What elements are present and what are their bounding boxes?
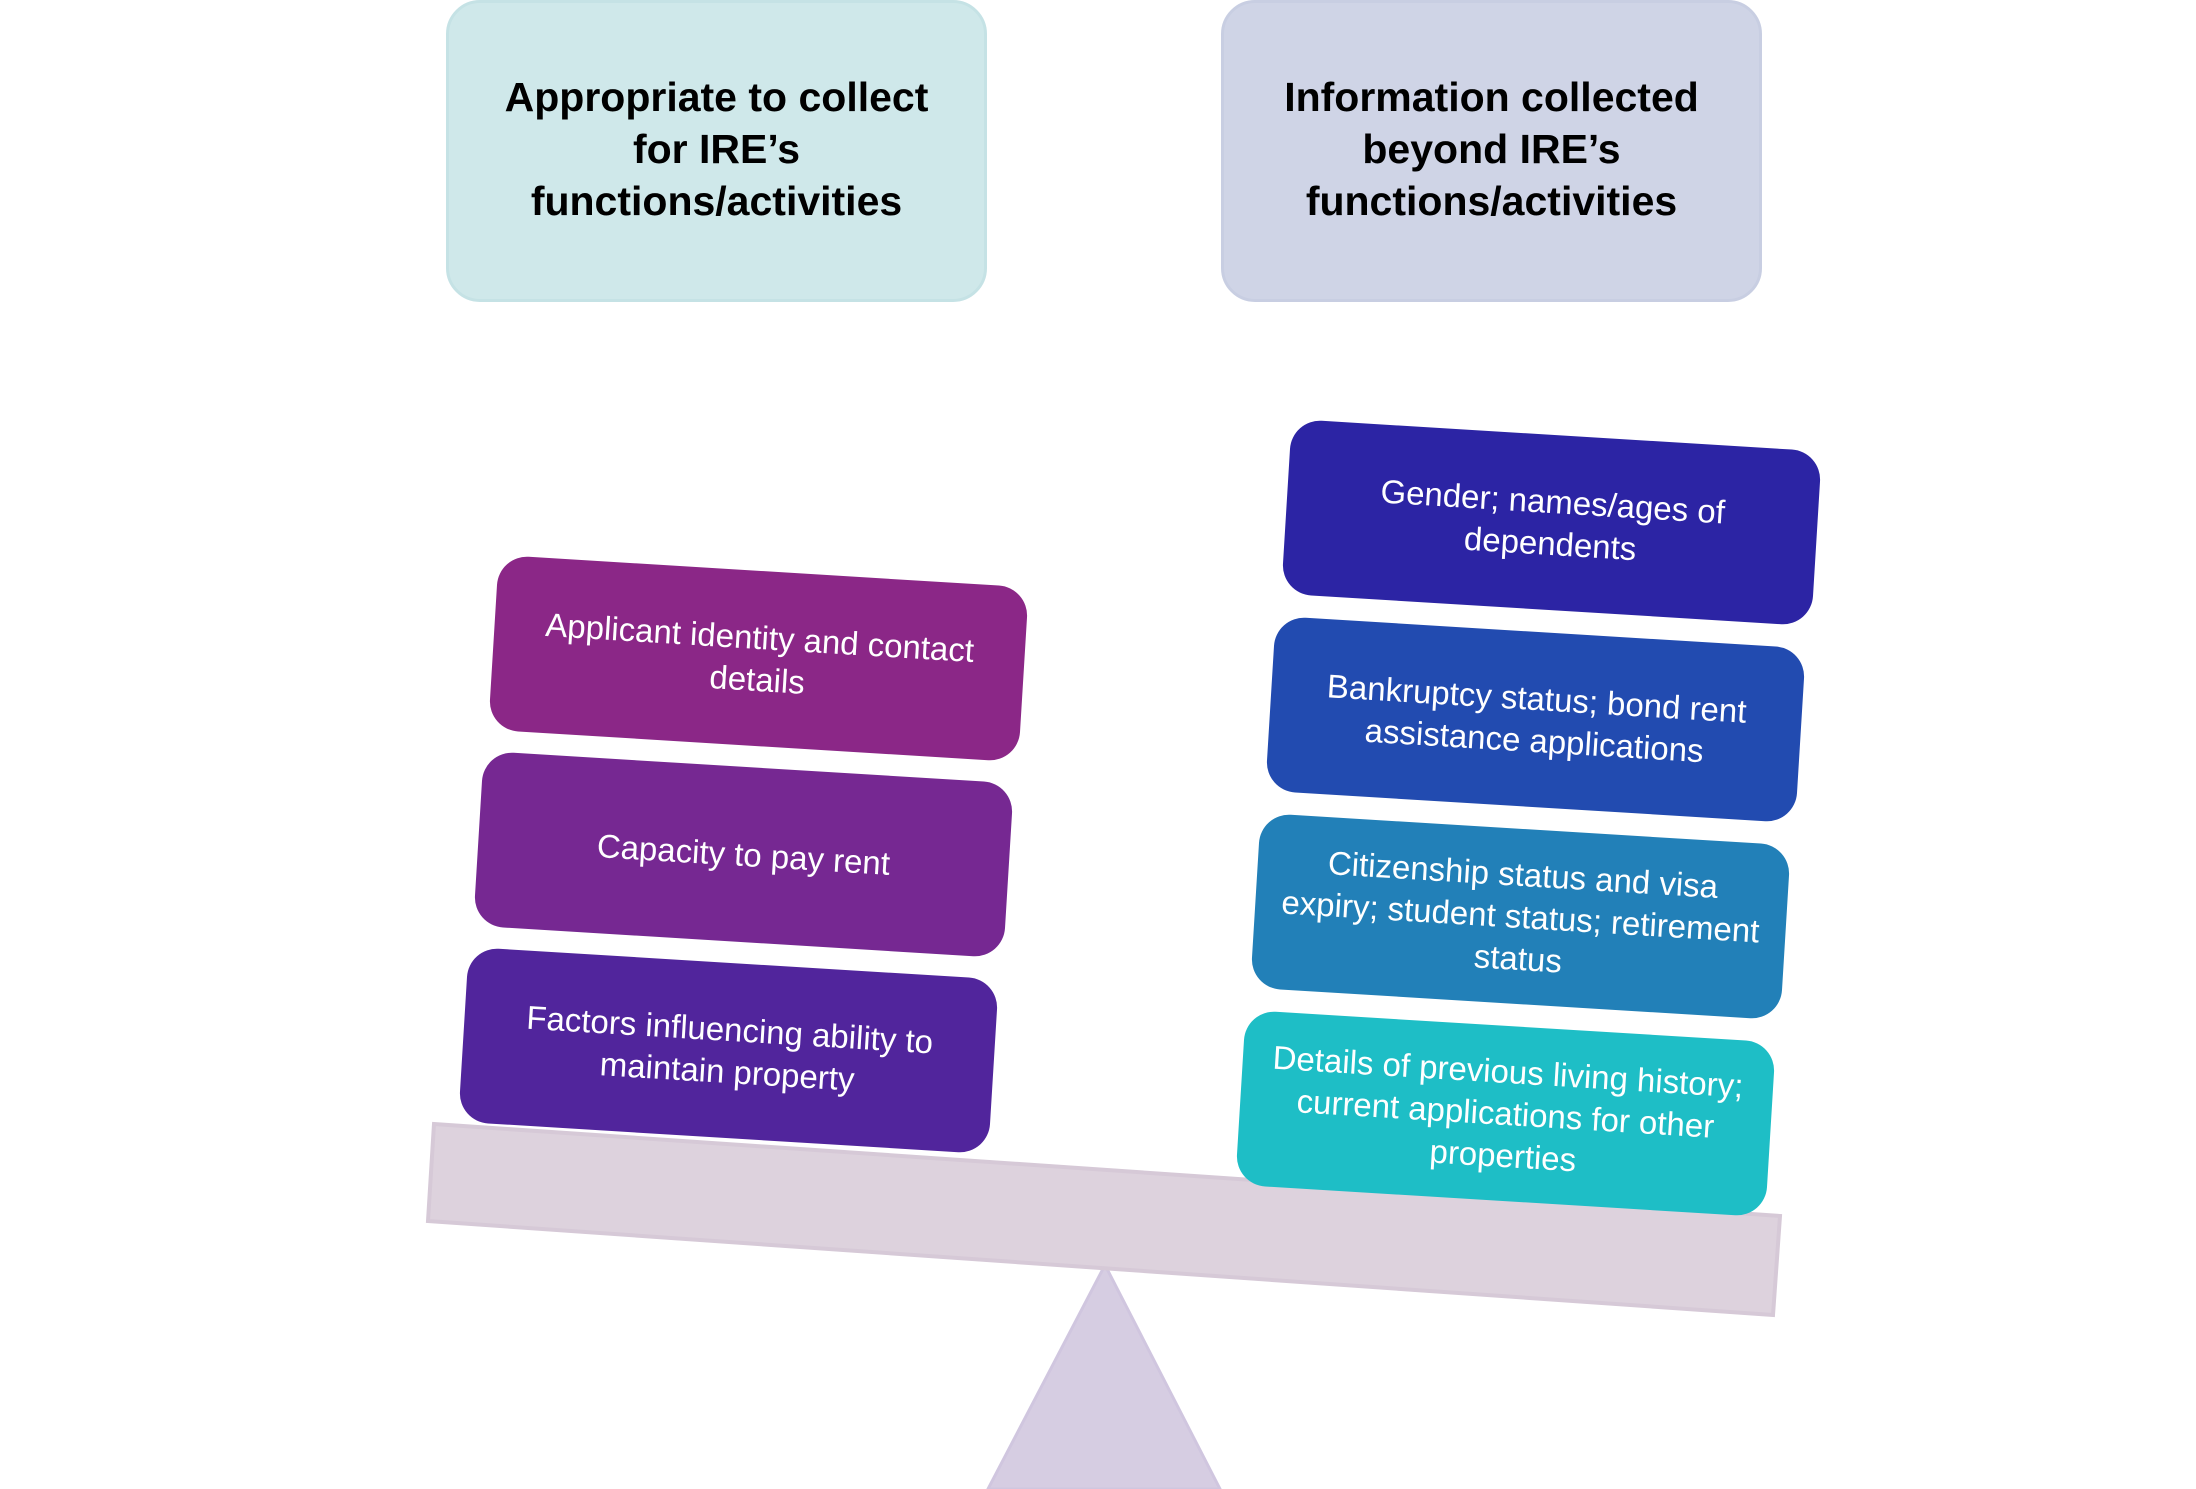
right-item-gender-dependents: Gender; names/ages of dependents xyxy=(1281,418,1822,627)
left-item-label: Factors influencing ability to maintain … xyxy=(525,998,935,1098)
left-item-label: Capacity to pay rent xyxy=(595,826,892,882)
fulcrum-triangle xyxy=(986,1261,1222,1489)
left-item-label: Applicant identity and contact details xyxy=(544,605,976,701)
right-item-living-history: Details of previous living history; curr… xyxy=(1235,1009,1776,1218)
header-appropriate-to-collect: Appropriate to collect for IRE’s functio… xyxy=(446,0,987,302)
header-left-label: Appropriate to collect for IRE’s functio… xyxy=(504,74,929,224)
right-item-label: Citizenship status and visa expiry; stud… xyxy=(1280,843,1761,980)
left-item-applicant-identity: Applicant identity and contact details xyxy=(488,554,1029,763)
right-item-bankruptcy-status: Bankruptcy status; bond rent assistance … xyxy=(1265,615,1806,824)
right-item-citizenship-status: Citizenship status and visa expiry; stud… xyxy=(1250,812,1791,1021)
right-item-label: Bankruptcy status; bond rent assistance … xyxy=(1326,666,1748,769)
right-item-label: Details of previous living history; curr… xyxy=(1271,1038,1745,1178)
right-item-label: Gender; names/ages of dependents xyxy=(1379,472,1727,567)
header-right-label: Information collected beyond IRE’s funct… xyxy=(1284,74,1699,224)
header-collected-beyond-functions: Information collected beyond IRE’s funct… xyxy=(1221,0,1762,302)
left-item-maintain-property: Factors influencing ability to maintain … xyxy=(458,946,999,1155)
left-item-capacity-to-pay: Capacity to pay rent xyxy=(473,750,1014,959)
